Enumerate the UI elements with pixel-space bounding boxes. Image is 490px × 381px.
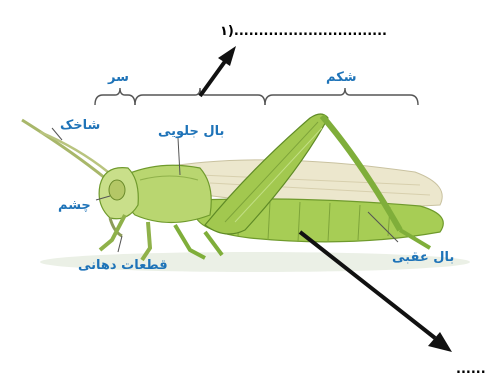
question-2-blank: ......	[456, 362, 486, 377]
thorax-bracket	[135, 88, 265, 105]
label-antenna: شاخک	[60, 118, 100, 133]
label-front-wing: بال جلویی	[158, 124, 224, 139]
label-hind-wing: بال عقبی	[392, 250, 454, 265]
label-eye: چشم	[58, 198, 91, 213]
label-head: سر	[108, 70, 129, 85]
eye	[109, 180, 125, 200]
arrow-down	[300, 232, 435, 338]
head-bracket	[95, 88, 135, 105]
label-abdomen: شکم	[326, 70, 357, 85]
arrow-up	[200, 60, 226, 96]
label-mouthparts: قطعات دهانی	[78, 258, 168, 273]
question-1-blank: ۱)...............................	[220, 24, 387, 39]
abdomen-bracket	[265, 88, 418, 105]
